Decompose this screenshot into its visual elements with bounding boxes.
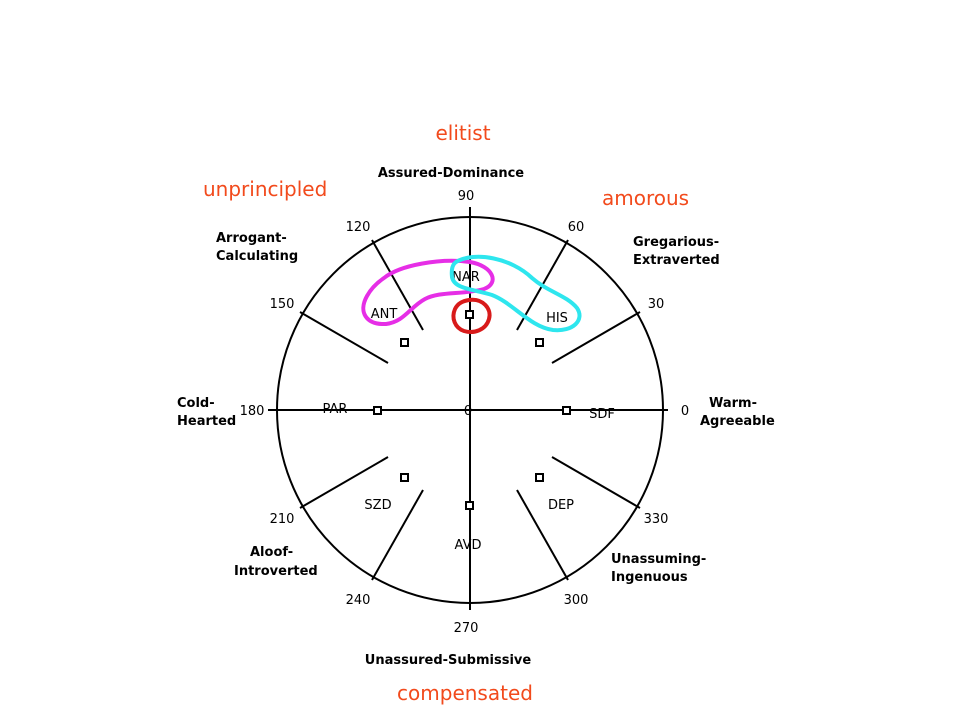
annotation-amorous: amorous [602, 186, 689, 210]
degree-150: 150 [270, 297, 295, 312]
annotation-elitist: elitist [435, 121, 490, 145]
octant-gregarious-line2: Extraverted [633, 253, 720, 268]
degree-center: 0 [464, 404, 472, 419]
octant-unassuming-line2: Ingenuous [611, 570, 688, 585]
octant-gregarious-line1: Gregarious- [633, 235, 719, 250]
label-dep: DEP [548, 498, 574, 513]
label-par: PAR [323, 402, 348, 417]
spoke-240-outer [371, 489, 424, 581]
label-sdf: SDF [589, 407, 615, 422]
degree-30: 30 [648, 297, 665, 312]
octant-warm-line2: Agreeable [700, 414, 775, 429]
octant-arrogant-line1: Arrogant- [216, 231, 287, 246]
octant-aloof-line1: Aloof- [250, 545, 293, 560]
label-nar: NAR [452, 270, 480, 285]
octant-arrogant-line2: Calculating [216, 249, 298, 264]
highlight-loop-magenta [361, 258, 495, 327]
annotation-unprincipled: unprincipled [203, 177, 327, 201]
octant-unassuming-line1: Unassuming- [611, 552, 706, 567]
label-szd: SZD [364, 498, 391, 513]
degree-120: 120 [346, 220, 371, 235]
marker-avd [465, 501, 474, 510]
label-avd: AVD [455, 538, 482, 553]
spoke-210-outer [299, 456, 389, 509]
label-his: HIS [546, 311, 568, 326]
octant-unassured-submissive: Unassured-Submissive [365, 653, 532, 668]
degree-180: 180 [240, 404, 265, 419]
octant-cold-line1: Cold- [177, 396, 215, 411]
degree-270: 270 [454, 621, 479, 636]
marker-sdf [562, 406, 571, 415]
marker-nar [465, 310, 474, 319]
spoke-300-outer [516, 489, 569, 581]
degree-60: 60 [568, 220, 585, 235]
label-ant: ANT [371, 307, 398, 322]
annotation-compensated: compensated [397, 681, 533, 705]
octant-warm-line1: Warm- [709, 396, 757, 411]
degree-240: 240 [346, 593, 371, 608]
octant-aloof-line2: Introverted [234, 564, 318, 579]
octant-cold-line2: Hearted [177, 414, 236, 429]
spoke-30-outer [551, 311, 641, 364]
marker-dep [535, 473, 544, 482]
degree-330: 330 [644, 512, 669, 527]
marker-szd [400, 473, 409, 482]
marker-ant [400, 338, 409, 347]
spoke-330-outer [551, 456, 641, 509]
spoke-150-outer [299, 311, 389, 364]
marker-par [373, 406, 382, 415]
spoke-120-outer [371, 239, 424, 331]
highlight-loop-red [451, 297, 492, 334]
marker-his [535, 338, 544, 347]
degree-90: 90 [458, 189, 475, 204]
highlight-loop-cyan [449, 254, 582, 333]
degree-210: 210 [270, 512, 295, 527]
octant-assured-dominance: Assured-Dominance [378, 166, 524, 181]
degree-0: 0 [681, 404, 689, 419]
degree-300: 300 [564, 593, 589, 608]
